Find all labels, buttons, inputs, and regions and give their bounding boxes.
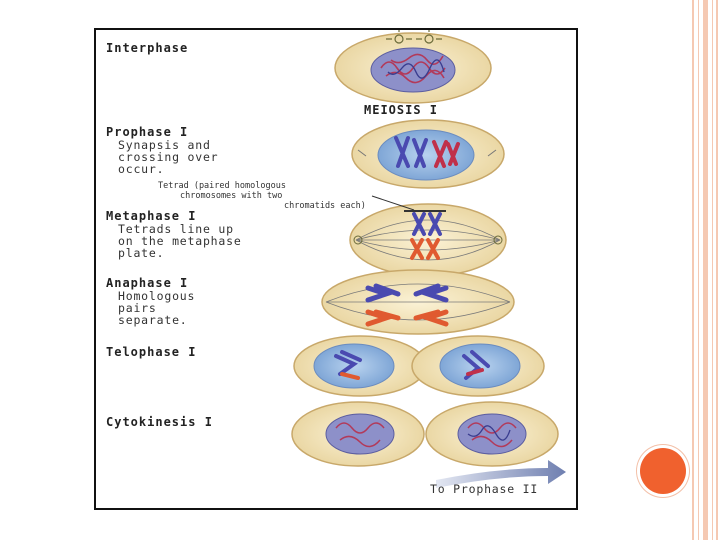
meiosis-i-label: MEIOSIS I: [364, 103, 438, 117]
stage-desc-line: occur.: [118, 162, 164, 176]
tetrad-note-line: chromosomes with two: [180, 191, 282, 201]
cytokinesis-i-cells: [292, 402, 558, 466]
stage-title-telophase-i: Telophase I: [106, 345, 196, 359]
stage-desc-line: separate.: [118, 313, 188, 327]
tetrad-note-line: Tetrad (paired homologous: [158, 181, 286, 191]
stage-title-interphase: Interphase: [106, 41, 188, 55]
metaphase-i-cell: [350, 204, 506, 276]
stage-title-metaphase-i: Metaphase I: [106, 209, 196, 223]
stage-title-cytokinesis-i: Cytokinesis I: [106, 415, 213, 429]
decor-stripe-2: [698, 0, 699, 540]
decor-stripe-5: [716, 0, 718, 540]
interphase-cell: [335, 30, 491, 103]
decor-stripe-1: [692, 0, 694, 540]
tetrad-note-line: chromatids each): [284, 201, 366, 211]
prophase-i-cell: [352, 120, 504, 188]
decor-stripe-3: [703, 0, 708, 540]
decorative-orange-circle: [640, 448, 686, 494]
stage-desc-line: plate.: [118, 246, 164, 260]
telophase-i-cells: [294, 336, 544, 396]
stage-title-anaphase-i: Anaphase I: [106, 276, 188, 290]
stage-title-prophase-i: Prophase I: [106, 125, 188, 139]
next-stage-label: To Prophase II: [430, 482, 538, 496]
decor-stripe-4: [712, 0, 713, 540]
anaphase-i-cell: [322, 270, 514, 334]
meiosis-figure: Interphase MEIOSIS I Prophase I Synapsis…: [94, 28, 578, 510]
